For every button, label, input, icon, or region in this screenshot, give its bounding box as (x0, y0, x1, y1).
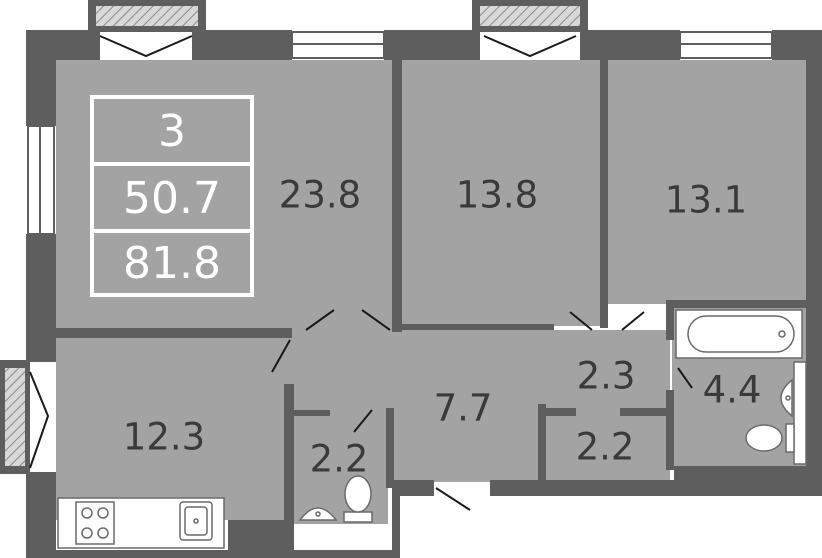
area-bedroom-middle: 13.8 (456, 174, 538, 217)
rooms-count: 3 (158, 106, 186, 157)
floor-kitchen (56, 338, 284, 520)
room-labels: 23.8 13.8 13.1 12.3 7.7 2.2 2.2 2.3 4.4 (123, 174, 762, 481)
floor-storage (544, 414, 666, 480)
fixtures (57, 309, 807, 549)
floor-toilet (294, 414, 388, 524)
balconies (0, 0, 588, 474)
area-kitchen: 12.3 (123, 416, 205, 459)
room-floors (56, 60, 806, 524)
area-corridor: 2.3 (577, 355, 636, 398)
toilet-icon (343, 475, 373, 523)
area-storage: 2.2 (576, 426, 635, 469)
bathroom-counter (793, 361, 807, 465)
living-area: 50.7 (123, 173, 221, 224)
area-toilet: 2.2 (310, 438, 369, 481)
info-box: 3 50.7 81.8 (90, 95, 254, 297)
doors (29, 35, 693, 511)
windows (27, 31, 773, 235)
floor-bedroom-right (608, 60, 806, 304)
area-hallway: 7.7 (434, 387, 493, 430)
bathroom-sink-icon (780, 378, 793, 418)
kitchen-sink-icon (179, 501, 213, 541)
bathroom-toilet-icon (745, 423, 795, 453)
walls (26, 30, 822, 558)
total-area: 81.8 (123, 238, 221, 289)
area-living-room: 23.8 (279, 174, 361, 217)
stove-icon (75, 501, 115, 545)
area-bathroom: 4.4 (703, 369, 762, 412)
bathtub-icon (675, 309, 803, 359)
area-bedroom-right: 13.1 (665, 179, 747, 222)
floor-bedroom-middle (402, 60, 600, 326)
toilet-sink-icon (298, 507, 338, 521)
floor-living-room (56, 60, 396, 332)
